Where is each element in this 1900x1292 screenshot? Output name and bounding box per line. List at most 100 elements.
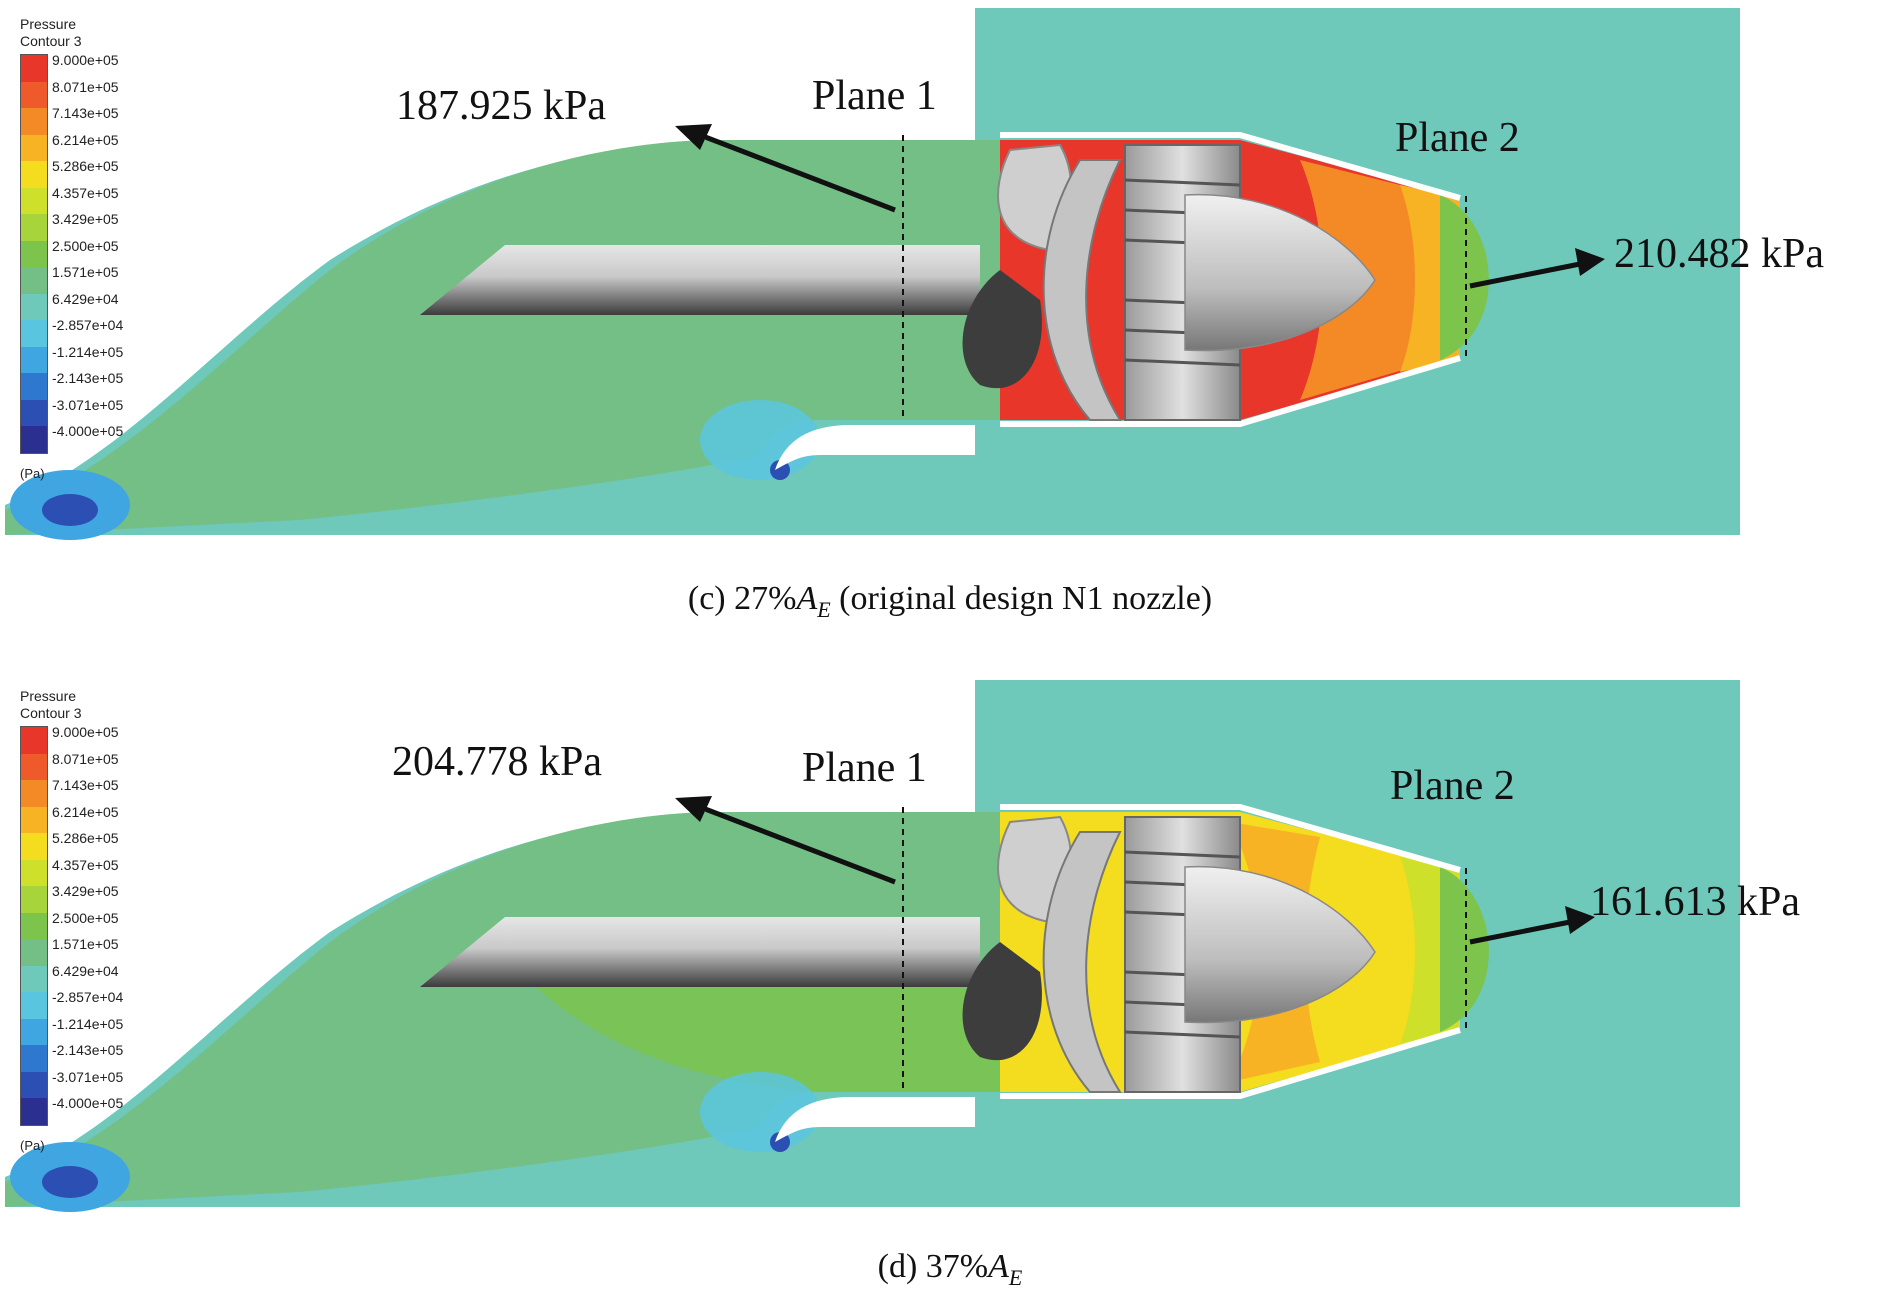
legend-swatch bbox=[21, 426, 47, 453]
arrow-outlet bbox=[1469, 248, 1605, 289]
legend-tick-label: -2.857e+04 bbox=[52, 989, 124, 1005]
legend-tick-label: 2.500e+05 bbox=[52, 237, 119, 254]
legend-swatch bbox=[21, 727, 47, 754]
ramp-lip bbox=[775, 425, 975, 470]
legend-tick-label: 3.429e+05 bbox=[52, 211, 119, 227]
hub-cone bbox=[1184, 865, 1376, 1024]
ramp-tip-spot bbox=[770, 1132, 790, 1152]
stator-vane-lines bbox=[1124, 178, 1241, 367]
hub-cone bbox=[1184, 193, 1376, 352]
outlet-pressure-label: 161.613 kPa bbox=[1590, 879, 1800, 925]
caption-symbol: A bbox=[796, 580, 818, 617]
plane-1-label: Plane 1 bbox=[802, 745, 927, 791]
legend-swatch bbox=[21, 240, 47, 267]
legend-swatch bbox=[21, 81, 47, 108]
caption-prefix: (d) 37% bbox=[877, 1248, 989, 1285]
legend-title-1: Pressure bbox=[20, 688, 77, 704]
legend-swatch bbox=[21, 293, 47, 320]
legend-swatch bbox=[21, 399, 47, 426]
legend-swatch bbox=[21, 187, 47, 214]
legend-tick-label: 1.571e+05 bbox=[52, 936, 119, 952]
legend-title-1: Pressure bbox=[20, 16, 77, 32]
legend-tick-label: -3.071e+05 bbox=[52, 396, 124, 413]
legend-tick-label: 6.429e+04 bbox=[52, 962, 119, 979]
legend-tick-label: 5.286e+05 bbox=[52, 830, 119, 846]
legend-swatch bbox=[21, 965, 47, 992]
legend-tick-label: 4.357e+05 bbox=[52, 856, 119, 873]
plane-2-label: Plane 2 bbox=[1390, 763, 1515, 809]
contour-scene-c bbox=[5, 8, 1740, 540]
legend-tick-label: -1.214e+05 bbox=[52, 1015, 124, 1032]
panel-c: Pressure Contour 3 9.000e+05 8.071e+05 7.1… bbox=[0, 0, 1900, 622]
legend-swatch bbox=[21, 320, 47, 347]
caption-d: (d) 37%AE bbox=[0, 1248, 1900, 1291]
legend-swatch bbox=[21, 806, 47, 833]
inlet-lowest bbox=[42, 494, 98, 526]
legend-swatch bbox=[21, 214, 47, 241]
inlet-lowest bbox=[42, 1166, 98, 1198]
legend-swatch bbox=[21, 55, 47, 82]
legend-swatch bbox=[21, 161, 47, 188]
drive-shaft bbox=[420, 917, 980, 987]
legend-tick-label: 6.214e+05 bbox=[52, 131, 119, 148]
inlet-green-region bbox=[520, 963, 1000, 1092]
legend-colorbar bbox=[20, 54, 48, 454]
legend-tick-label: 3.429e+05 bbox=[52, 883, 119, 899]
legend-tick-label: 8.071e+05 bbox=[52, 78, 119, 95]
legend-tick-label: 4.357e+05 bbox=[52, 184, 119, 201]
nozzle-wall-bottom bbox=[1000, 355, 1461, 427]
legend-swatch bbox=[21, 346, 47, 373]
arrow-inlet bbox=[675, 796, 896, 885]
legend-swatch bbox=[21, 859, 47, 886]
legend-tick-label: -4.000e+05 bbox=[52, 423, 124, 439]
legend-swatch bbox=[21, 373, 47, 400]
legend-tick-label: -4.000e+05 bbox=[52, 1095, 124, 1111]
caption-c: (c) 27%AE (original design N1 nozzle) bbox=[0, 580, 1900, 623]
legend-tick-label: 7.143e+05 bbox=[52, 777, 119, 793]
impeller-blade-dark bbox=[962, 270, 1042, 389]
caption-subscript: E bbox=[1008, 1264, 1023, 1290]
legend-title-2: Contour 3 bbox=[20, 705, 82, 721]
ramp-lip bbox=[775, 1097, 975, 1142]
impeller-blade-dark bbox=[962, 942, 1042, 1061]
nozzle-wall-bottom bbox=[1000, 1027, 1461, 1099]
legend-tick-label: 7.143e+05 bbox=[52, 105, 119, 121]
legend-tick-label: 2.500e+05 bbox=[52, 909, 119, 926]
caption-prefix: (c) 27% bbox=[687, 580, 797, 617]
ramp-tip-spot bbox=[770, 460, 790, 480]
caption-subscript: E bbox=[817, 596, 831, 622]
legend-swatch bbox=[21, 134, 47, 161]
legend-swatch bbox=[21, 780, 47, 807]
legend-swatch bbox=[21, 886, 47, 913]
legend-swatch bbox=[21, 1018, 47, 1045]
legend-swatch bbox=[21, 267, 47, 294]
legend-swatch bbox=[21, 753, 47, 780]
pressure-legend: Pressure Contour 3 9.000e+05 8.071e+05 7.1… bbox=[20, 16, 123, 481]
arrow-outlet bbox=[1469, 906, 1595, 945]
legend-swatch bbox=[21, 108, 47, 135]
contour-scene-d bbox=[5, 680, 1740, 1212]
legend-tick-label: -2.143e+05 bbox=[52, 370, 124, 386]
legend-swatch bbox=[21, 912, 47, 939]
legend-swatch bbox=[21, 939, 47, 966]
legend-colorbar bbox=[20, 726, 48, 1126]
legend-swatch bbox=[21, 1045, 47, 1072]
plane-2-label: Plane 2 bbox=[1395, 115, 1520, 161]
nozzle-wall-top bbox=[1000, 804, 1461, 873]
caption-symbol: A bbox=[988, 1248, 1009, 1285]
legend-tick-label: 9.000e+05 bbox=[52, 724, 119, 740]
legend-tick-label: -3.071e+05 bbox=[52, 1068, 124, 1085]
legend-tick-label: 5.286e+05 bbox=[52, 158, 119, 174]
inlet-pressure-label: 187.925 kPa bbox=[396, 83, 606, 129]
plane-1-label: Plane 1 bbox=[812, 73, 937, 119]
legend-tick-label: -2.143e+05 bbox=[52, 1042, 124, 1058]
legend-swatch bbox=[21, 833, 47, 860]
legend-title-2: Contour 3 bbox=[20, 33, 82, 49]
impeller-blade-main bbox=[1042, 159, 1122, 421]
legend-tick-label: 6.429e+04 bbox=[52, 290, 119, 307]
legend-tick-label: -1.214e+05 bbox=[52, 343, 124, 360]
nozzle-wall-top bbox=[1000, 132, 1461, 201]
legend-tick-label: 9.000e+05 bbox=[52, 52, 119, 68]
